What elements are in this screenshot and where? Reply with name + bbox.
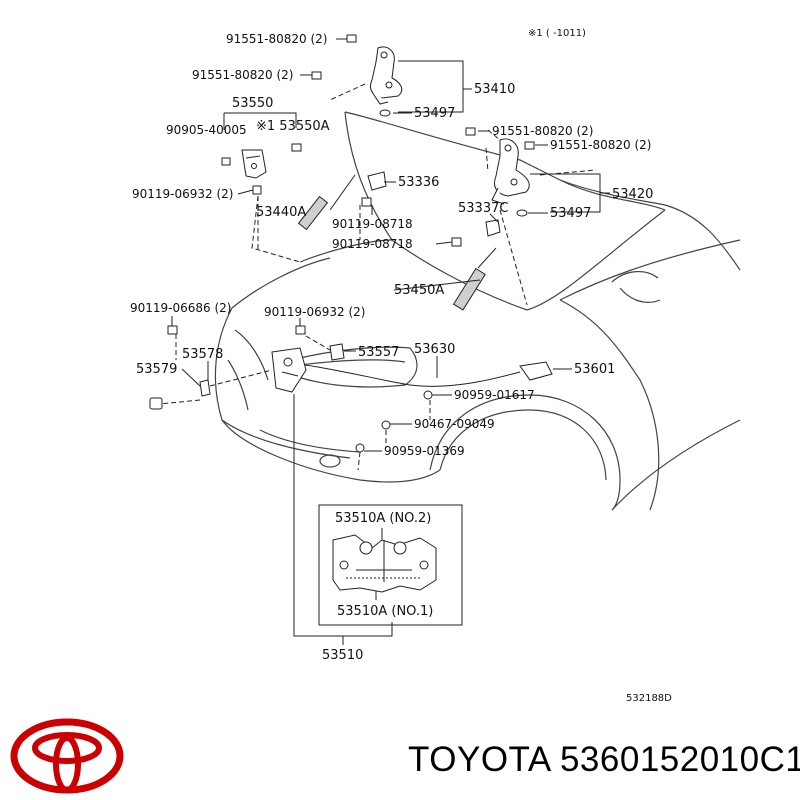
callout-91551-80820-b: 91551-80820 (2)	[192, 68, 294, 82]
diagram-code: 532188D	[626, 693, 672, 704]
callout-53410: 53410	[474, 82, 515, 97]
callout-53630: 53630	[414, 342, 455, 357]
callout-90119-06686: 90119-06686 (2)	[130, 301, 232, 315]
callout-53337c: 53337C	[458, 201, 508, 216]
callout-90467-09049: 90467-09049	[414, 417, 495, 431]
callout-53601: 53601	[574, 362, 615, 377]
car-body-outline	[214, 111, 741, 511]
hood-hinge-left	[491, 138, 530, 205]
callout-53497-a: 53497	[414, 106, 455, 121]
callout-53510: 53510	[322, 648, 363, 663]
callout-53420: 53420	[612, 187, 653, 202]
callout-53579: 53579	[136, 362, 177, 377]
callout-53578: 53578	[182, 347, 223, 362]
callout-90959-01617: 90959-01617	[454, 388, 535, 402]
callout-90905-40005: 90905-40005	[166, 123, 247, 137]
hood-support-rod-right	[297, 174, 356, 231]
callout-53336: 53336	[398, 175, 439, 190]
inset-lock-detail	[318, 504, 463, 626]
callout-53440a: 53440A	[256, 205, 306, 220]
callout-53497-b: 53497	[550, 206, 591, 221]
callout-91551-80820-d: 91551-80820 (2)	[550, 138, 652, 152]
dashed-reference-lines	[159, 83, 597, 471]
hood-lock-assembly	[149, 343, 345, 410]
callout-91551-80820-a: 91551-80820 (2)	[226, 32, 328, 46]
callout-90119-06932-a: 90119-06932 (2)	[132, 187, 234, 201]
hood-hinge-right	[369, 46, 403, 105]
strut-brackets	[367, 171, 501, 237]
callout-53510a-no1: 53510A (NO.1)	[337, 604, 433, 619]
callout-53550: 53550	[232, 96, 273, 111]
release-cable	[304, 361, 553, 453]
leader-lines	[171, 38, 610, 645]
part-number-labels: ※1 ( -1011) 91551-80820 (2) 91551-80820 …	[130, 28, 672, 704]
callout-90119-06932-b: 90119-06932 (2)	[264, 305, 366, 319]
callout-90959-01369: 90959-01369	[384, 444, 465, 458]
brand-part-caption: TOYOTA 5360152010C1	[408, 740, 800, 779]
header-note: ※1 ( -1011)	[528, 28, 586, 39]
callout-53510a-no2: 53510A (NO.2)	[335, 511, 431, 526]
toyota-logo-icon	[10, 718, 124, 794]
callout-53557: 53557	[358, 345, 399, 360]
callout-90119-08718-a: 90119-08718	[332, 217, 413, 231]
callout-53550a: ※1 53550A	[256, 119, 330, 134]
callout-91551-80820-c: 91551-80820 (2)	[492, 124, 594, 138]
hood-lock-support	[241, 149, 267, 179]
hood-support-rod-left	[452, 247, 497, 311]
callout-90119-08718-b: 90119-08718	[332, 237, 413, 251]
callout-53450a: 53450A	[394, 283, 444, 298]
